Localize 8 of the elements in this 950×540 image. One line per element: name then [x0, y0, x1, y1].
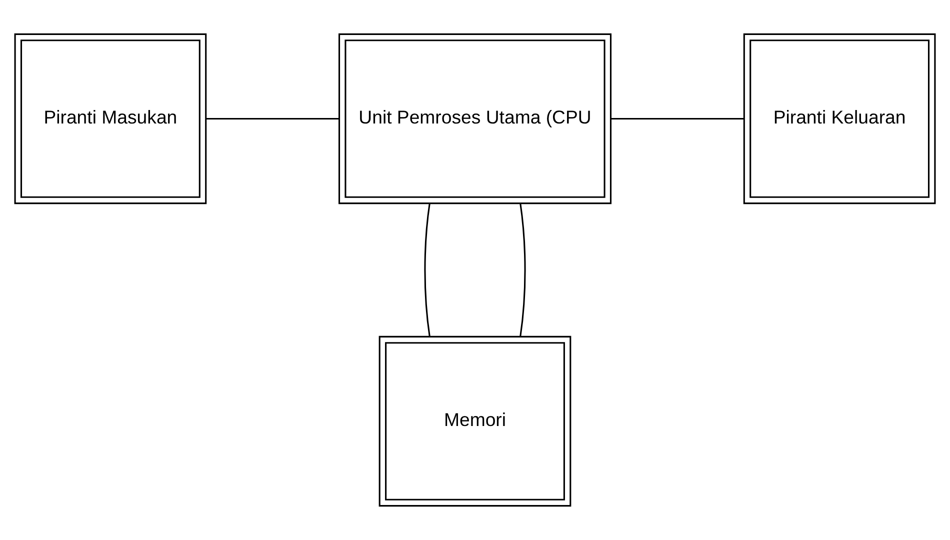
connector	[611, 118, 744, 120]
node-box: Memori	[378, 336, 572, 507]
connector	[424, 203, 430, 337]
connector	[520, 203, 526, 337]
node-box: Piranti Keluaran	[743, 33, 936, 204]
node-box: Piranti Masukan	[14, 33, 207, 204]
node-box: Unit Pemroses Utama (CPU	[338, 33, 612, 204]
connector	[206, 118, 339, 120]
